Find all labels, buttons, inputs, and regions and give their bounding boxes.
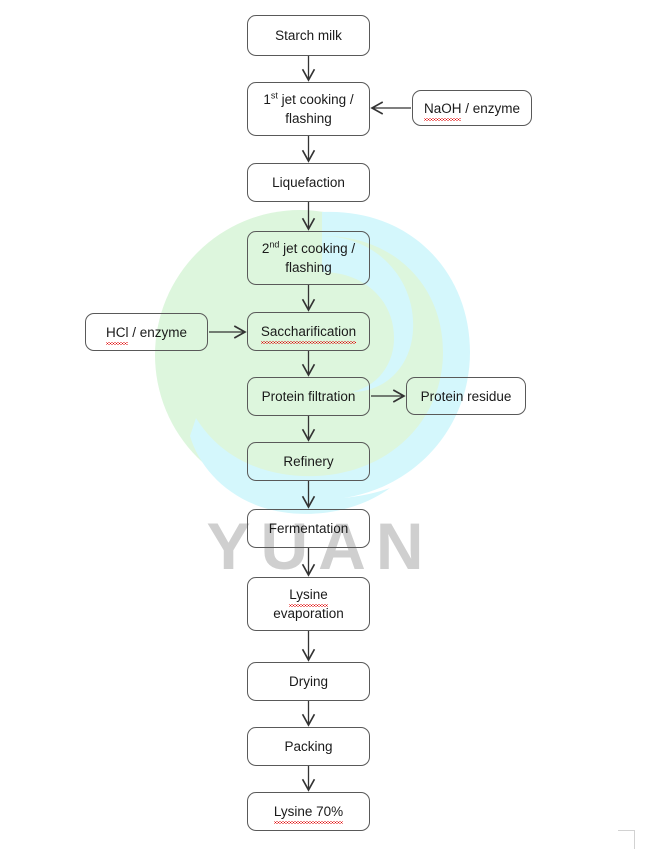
node-label: HCl / enzyme	[105, 323, 188, 345]
node-protein-filtration[interactable]: Protein filtration	[247, 377, 370, 416]
node-label: 1st jet cooking / flashing	[263, 90, 353, 128]
node-first-jet-cooking[interactable]: 1st jet cooking / flashing	[247, 82, 370, 136]
node-liquefaction[interactable]: Liquefaction	[247, 163, 370, 202]
node-hcl-enzyme[interactable]: HCl / enzyme	[85, 313, 208, 351]
node-drying[interactable]: Drying	[247, 662, 370, 701]
chemical-name: NaOH	[423, 100, 462, 121]
node-line2: flashing	[285, 111, 332, 126]
node-suffix: / enzyme	[128, 324, 188, 340]
node-line1: jet cooking /	[283, 241, 356, 256]
node-starch-milk[interactable]: Starch milk	[247, 15, 370, 56]
node-packing[interactable]: Packing	[247, 727, 370, 766]
node-label: Saccharification	[260, 324, 357, 344]
node-label: Protein filtration	[261, 389, 356, 404]
node-fermentation[interactable]: Fermentation	[247, 509, 370, 548]
node-line1: jet cooking /	[281, 92, 354, 107]
page-corner-mark	[618, 830, 635, 849]
node-label: Protein residue	[420, 388, 512, 404]
ordinal-prefix: 1	[263, 92, 271, 107]
node-line2: flashing	[285, 260, 332, 275]
node-refinery[interactable]: Refinery	[247, 442, 370, 481]
node-lysine-70[interactable]: Lysine 70%	[247, 792, 370, 831]
chemical-name: HCl	[105, 324, 129, 345]
node-label: Drying	[288, 674, 328, 689]
node-suffix: / enzyme	[461, 100, 521, 116]
ordinal-suffix: nd	[269, 239, 280, 250]
node-saccharification[interactable]: Saccharification	[247, 312, 370, 351]
node-line2: evaporation	[273, 606, 344, 621]
node-label: NaOH / enzyme	[423, 99, 521, 121]
node-label: Packing	[284, 739, 333, 754]
ordinal-suffix: st	[270, 90, 278, 101]
node-line1: Lysine	[289, 587, 328, 607]
node-label: Lysine 70%	[273, 804, 344, 824]
node-label: Refinery	[283, 454, 334, 469]
node-label: Starch milk	[275, 28, 342, 43]
node-naoh-enzyme[interactable]: NaOH / enzyme	[412, 90, 532, 126]
node-protein-residue[interactable]: Protein residue	[406, 377, 526, 415]
node-label: Fermentation	[268, 521, 349, 536]
node-label: Liquefaction	[272, 175, 345, 190]
node-second-jet-cooking[interactable]: 2nd jet cooking /flashing	[247, 231, 370, 285]
node-label: 2nd jet cooking /flashing	[262, 239, 355, 277]
